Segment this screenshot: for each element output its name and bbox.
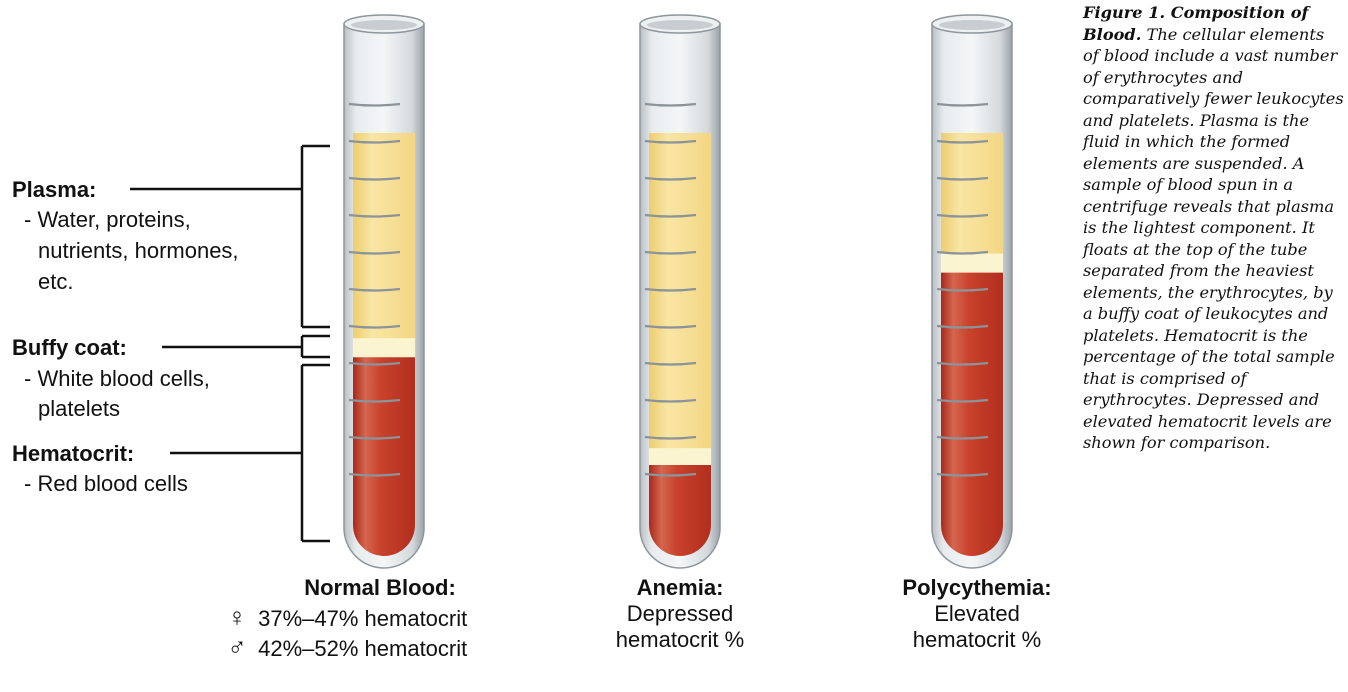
graduation-mark: [348, 324, 401, 329]
graduation-mark: [644, 102, 697, 107]
plasma-desc-2: nutrients, hormones,: [38, 238, 239, 263]
plasma-layer: [941, 133, 1003, 256]
plasma-label: Plasma:: [12, 177, 97, 202]
anemia-title: Anemia:: [636, 575, 724, 600]
graduation-mark: [936, 435, 989, 440]
graduation-mark: [936, 324, 989, 329]
bracket-group: [130, 144, 330, 543]
buffy-bracket: [300, 334, 330, 359]
graduation-mark: [644, 213, 697, 218]
graduation-mark: [348, 102, 401, 107]
graduation-mark: [348, 472, 401, 477]
plasma-desc-3: etc.: [38, 269, 74, 294]
hematocrit-desc-1: - Red blood cells: [24, 471, 188, 496]
polycythemia-sub-2: hematocrit %: [912, 627, 1042, 652]
graduation-mark: [936, 287, 989, 292]
tube-opening: [939, 20, 1005, 30]
buffy-coat-layer: [353, 338, 415, 360]
tube-polycythemia: [931, 14, 1013, 569]
graduation-mark: [348, 398, 401, 403]
normal-blood-caption: Normal Blood:: [300, 575, 460, 601]
polycythemia-sub-1: Elevated: [934, 601, 1020, 626]
anemia-sub-1: Depressed: [626, 601, 734, 626]
red-cell-layer: [649, 465, 711, 556]
polycythemia-title: Polycythemia:: [902, 575, 1052, 600]
graduation-mark: [936, 102, 989, 107]
anemia-caption: Anemia: Depressed hematocrit %: [600, 575, 760, 653]
graduation-mark: [348, 139, 401, 144]
graduation-mark: [936, 250, 989, 255]
hematocrit-bracket: [300, 363, 330, 543]
buffy-coat-layer: [941, 253, 1003, 275]
male-range: ♂ 42%–52% hematocrit: [222, 634, 467, 662]
buffy-coat-label: Buffy coat:: [12, 335, 127, 360]
graduation-mark: [348, 361, 401, 366]
figure-caption-label: Figure 1. Composition of Blood.: [1083, 3, 1309, 44]
male-symbol-icon: ♂: [227, 632, 247, 662]
graduation-mark: [348, 287, 401, 292]
plasma-bracket: [300, 144, 330, 329]
plasma-layer: [649, 133, 711, 451]
blood-composition-diagram: [130, 14, 1013, 569]
graduation-mark: [936, 176, 989, 181]
female-range-text: 37%–47% hematocrit: [258, 606, 468, 631]
figure-caption-text: The cellular elements of blood include a…: [1083, 24, 1344, 453]
normal-blood-title: Normal Blood:: [304, 575, 456, 600]
graduation-mark: [644, 361, 697, 366]
plasma-layer: [353, 133, 415, 341]
red-cell-layer: [941, 272, 1003, 556]
graduation-mark: [936, 213, 989, 218]
tube-opening: [351, 20, 417, 30]
buffy-desc-2: platelets: [38, 396, 120, 421]
hematocrit-label: Hematocrit:: [12, 441, 135, 466]
polycythemia-caption: Polycythemia: Elevated hematocrit %: [882, 575, 1072, 653]
graduation-mark: [644, 324, 697, 329]
figure-caption: Figure 1. Composition of Blood. The cell…: [1083, 2, 1345, 454]
tube-normal: [343, 14, 425, 569]
graduation-mark: [644, 176, 697, 181]
male-range-text: 42%–52% hematocrit: [258, 636, 468, 661]
graduation-mark: [644, 435, 697, 440]
graduation-mark: [348, 176, 401, 181]
buffy-desc-1: - White blood cells,: [24, 366, 210, 391]
graduation-mark: [644, 139, 697, 144]
buffy-coat-layer: [649, 448, 711, 468]
graduation-mark: [936, 139, 989, 144]
red-cell-layer: [353, 357, 415, 556]
graduation-mark: [644, 250, 697, 255]
tube-anemia: [639, 14, 721, 569]
graduation-mark: [936, 398, 989, 403]
graduation-mark: [644, 472, 697, 477]
graduation-mark: [348, 213, 401, 218]
female-symbol-icon: ♀: [227, 602, 247, 632]
anemia-sub-2: hematocrit %: [615, 627, 745, 652]
graduation-mark: [936, 361, 989, 366]
female-range: ♀ 37%–47% hematocrit: [222, 604, 467, 632]
graduation-mark: [644, 398, 697, 403]
plasma-desc-1: - Water, proteins,: [24, 207, 191, 232]
graduation-mark: [644, 287, 697, 292]
graduation-mark: [348, 435, 401, 440]
tube-opening: [647, 20, 713, 30]
graduation-mark: [936, 472, 989, 477]
graduation-mark: [348, 250, 401, 255]
